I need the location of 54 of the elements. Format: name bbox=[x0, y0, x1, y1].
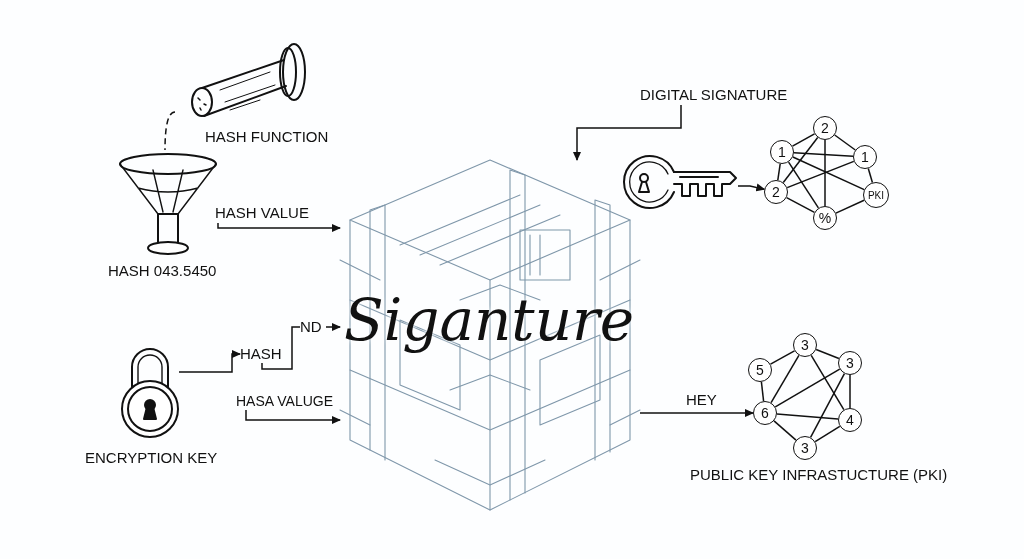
network-node-circle: 3 bbox=[793, 333, 817, 357]
connector-line bbox=[261, 326, 301, 370]
network-link-line bbox=[782, 136, 819, 184]
network-node-circle: 5 bbox=[748, 358, 772, 382]
network-link-line bbox=[815, 348, 840, 360]
network-link-line bbox=[791, 133, 816, 147]
arrow bbox=[639, 409, 754, 417]
network-link-line bbox=[786, 160, 855, 189]
network-link-line bbox=[774, 368, 841, 408]
arrow bbox=[178, 350, 241, 373]
label-text: ENCRYPTION KEY bbox=[85, 449, 218, 467]
network-link-line bbox=[824, 139, 826, 207]
arrow bbox=[325, 323, 341, 331]
network-link-line bbox=[760, 381, 765, 402]
arrow bbox=[737, 183, 766, 192]
network-link-line bbox=[810, 354, 845, 411]
network-node-circle: % bbox=[813, 206, 837, 230]
network-node-circle: 1 bbox=[770, 140, 794, 164]
network-node-circle: 3 bbox=[793, 436, 817, 460]
label-text: HASA VALUGE bbox=[236, 392, 336, 410]
network-node-circle: PKI bbox=[863, 182, 889, 208]
network-link-line bbox=[787, 161, 820, 209]
network-link-line bbox=[867, 167, 874, 184]
network-link-line bbox=[835, 199, 865, 214]
network-link-line bbox=[785, 196, 816, 214]
label-text: HASH FUNCTION bbox=[205, 128, 329, 146]
network-link-line bbox=[833, 134, 857, 151]
network-link-line bbox=[849, 374, 851, 409]
label-text: HASH 043.5450 bbox=[108, 262, 217, 280]
liquid-stream bbox=[164, 111, 176, 151]
network-link-line bbox=[809, 372, 846, 439]
label-text: DIGITAL SIGNATURE bbox=[640, 85, 820, 105]
network-link-line bbox=[776, 413, 839, 420]
network-node-circle: 2 bbox=[813, 116, 837, 140]
network-link-line bbox=[770, 354, 800, 404]
network-node-circle: 1 bbox=[853, 145, 877, 169]
caption-text: PUBLIC KEY INFRASTUCTURE (PKI) bbox=[690, 466, 948, 484]
arrow bbox=[245, 409, 341, 424]
network-link-line bbox=[777, 163, 781, 181]
network-node-circle: 2 bbox=[764, 180, 788, 204]
label-text: ND bbox=[300, 318, 326, 336]
network-link-line bbox=[792, 156, 865, 191]
label-text: HASH VALUE bbox=[215, 203, 315, 223]
arrow bbox=[217, 222, 341, 232]
network-node-circle: 4 bbox=[838, 408, 862, 432]
handwritten-signature-text: Siganture bbox=[344, 285, 635, 355]
network-link-line bbox=[773, 420, 797, 441]
label-text: HASH bbox=[240, 345, 284, 363]
network-link-line bbox=[814, 425, 841, 443]
network-node-circle: 3 bbox=[838, 351, 862, 375]
network-link-line bbox=[793, 151, 854, 158]
network-node-circle: 6 bbox=[753, 401, 777, 425]
network-link-line bbox=[769, 350, 796, 365]
arrow bbox=[573, 104, 682, 161]
